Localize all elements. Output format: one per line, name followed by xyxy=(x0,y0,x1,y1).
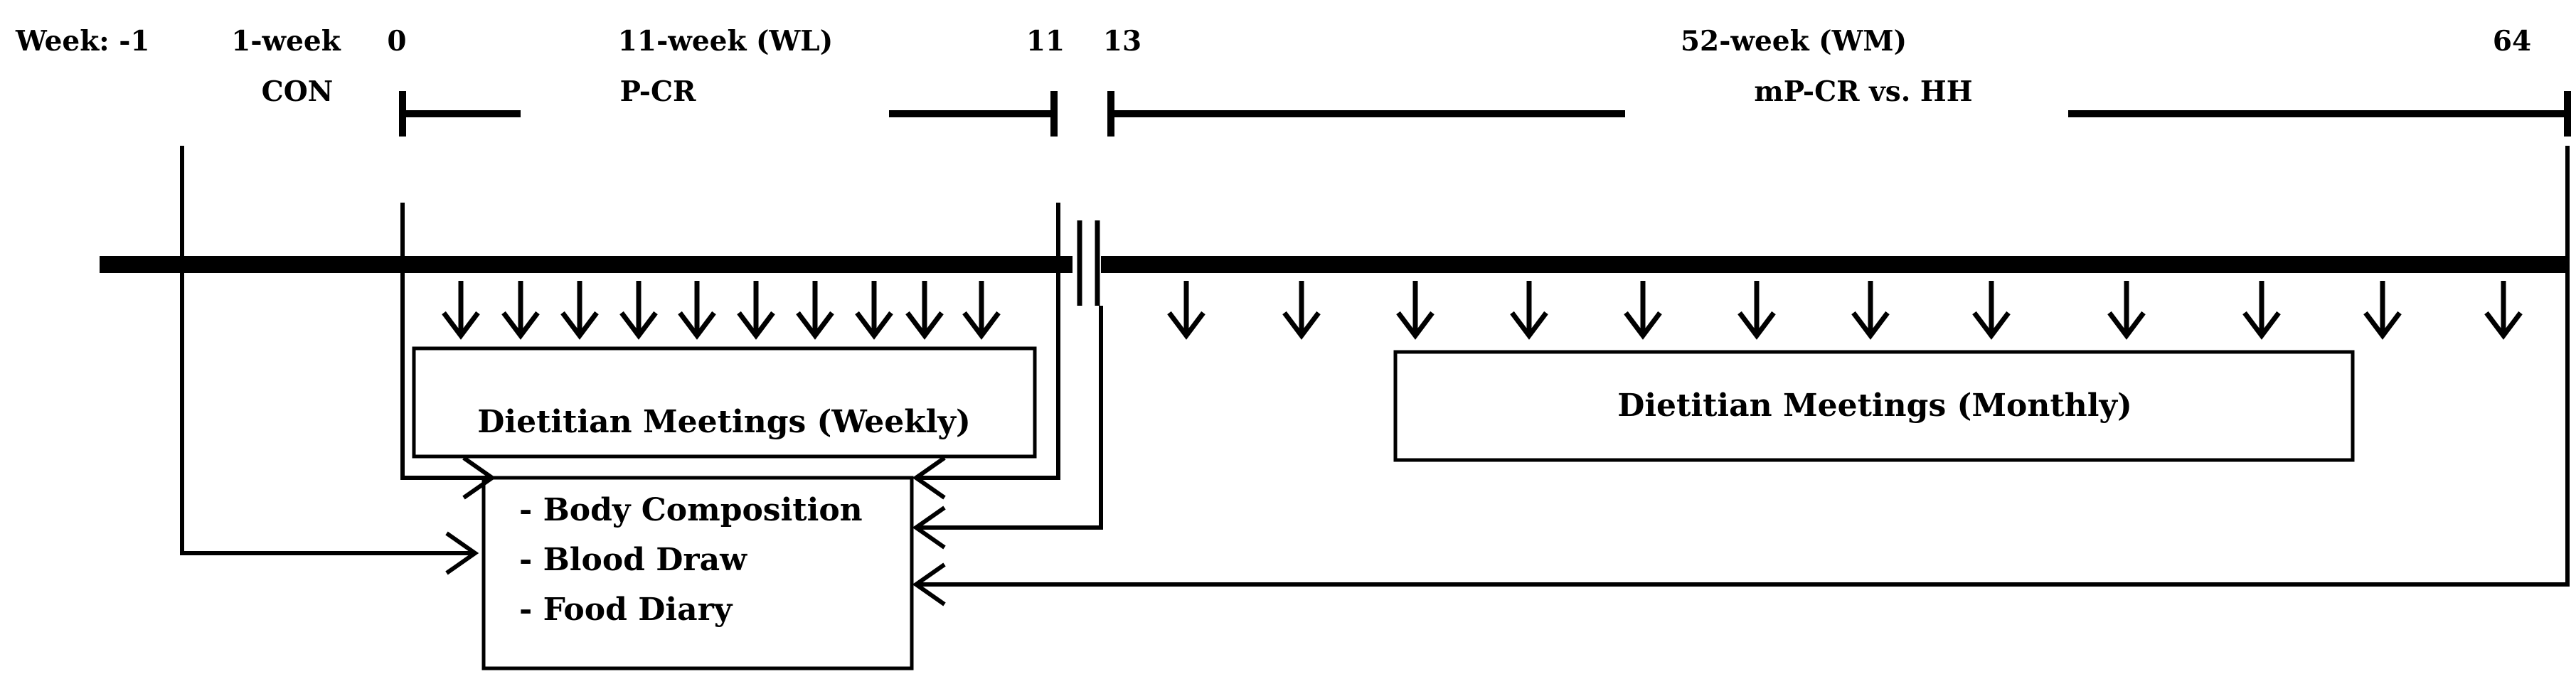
weekly-meeting-arrow xyxy=(855,281,893,340)
week-label-11: 11 xyxy=(1026,25,1065,58)
weekly-meeting-arrow xyxy=(962,281,1001,340)
connector-week-64 xyxy=(912,146,2570,606)
weekly-meeting-arrow xyxy=(501,281,540,340)
monthly-meeting-arrow xyxy=(1167,281,1205,340)
weekly-meeting-arrow xyxy=(619,281,658,340)
monthly-meeting-arrow xyxy=(2484,281,2523,340)
monthly-meeting-arrow xyxy=(2242,281,2281,340)
wm-phase-range xyxy=(1107,91,2571,137)
wm-phase-label: mP-CR vs. HH xyxy=(1754,75,1972,108)
wl-phase-range xyxy=(399,91,1058,137)
week-label-minus1: Week: -1 xyxy=(15,25,150,58)
monthly-meeting-arrow xyxy=(1972,281,2011,340)
week-label-64: 64 xyxy=(2493,25,2531,58)
assessments-box: - Body Composition - Blood Draw - Food D… xyxy=(481,476,914,670)
weekly-meeting-arrows xyxy=(442,281,1001,340)
connector-week-13 xyxy=(912,306,1103,550)
main-timeline xyxy=(100,220,2569,306)
weekly-meeting-arrow xyxy=(737,281,775,340)
assessment-food-diary: - Food Diary xyxy=(519,592,733,628)
weekly-meeting-arrow xyxy=(678,281,716,340)
monthly-meeting-arrow xyxy=(1282,281,1321,340)
connector-week-11 xyxy=(912,203,1060,500)
weekly-meeting-arrow xyxy=(796,281,834,340)
con-phase-label: CON xyxy=(262,75,334,108)
monthly-meeting-arrow xyxy=(1737,281,1776,340)
weekly-meeting-arrow xyxy=(560,281,599,340)
weekly-meetings-box: Dietitian Meetings (Weekly) xyxy=(412,346,1037,459)
monthly-meeting-arrow xyxy=(1510,281,1548,340)
wm-duration-label: 52-week (WM) xyxy=(1681,25,1907,58)
wl-duration-label: 11-week (WL) xyxy=(618,25,833,58)
monthly-meeting-arrow xyxy=(1624,281,1662,340)
week-label-0: 0 xyxy=(387,25,406,58)
weekly-meeting-arrow xyxy=(442,281,480,340)
connector-week-0 xyxy=(400,203,496,500)
con-duration-label: 1-week xyxy=(231,25,341,58)
connector-week-minus1 xyxy=(180,146,479,575)
monthly-meetings-box: Dietitian Meetings (Monthly) xyxy=(1393,350,2355,462)
monthly-meeting-arrow xyxy=(1396,281,1435,340)
assessment-blood-draw: - Blood Draw xyxy=(519,542,747,578)
week-label-13: 13 xyxy=(1103,25,1141,58)
monthly-meeting-arrow xyxy=(2107,281,2146,340)
monthly-meetings-label: Dietitian Meetings (Monthly) xyxy=(1617,387,2132,424)
monthly-meeting-arrow xyxy=(1851,281,1890,340)
assessment-body-composition: - Body Composition xyxy=(519,492,863,528)
weekly-meeting-arrow xyxy=(905,281,944,340)
wl-phase-label: P-CR xyxy=(620,75,696,108)
monthly-meeting-arrows xyxy=(1167,281,2523,340)
monthly-meeting-arrow xyxy=(2363,281,2402,340)
weekly-meetings-label: Dietitian Meetings (Weekly) xyxy=(477,404,971,440)
